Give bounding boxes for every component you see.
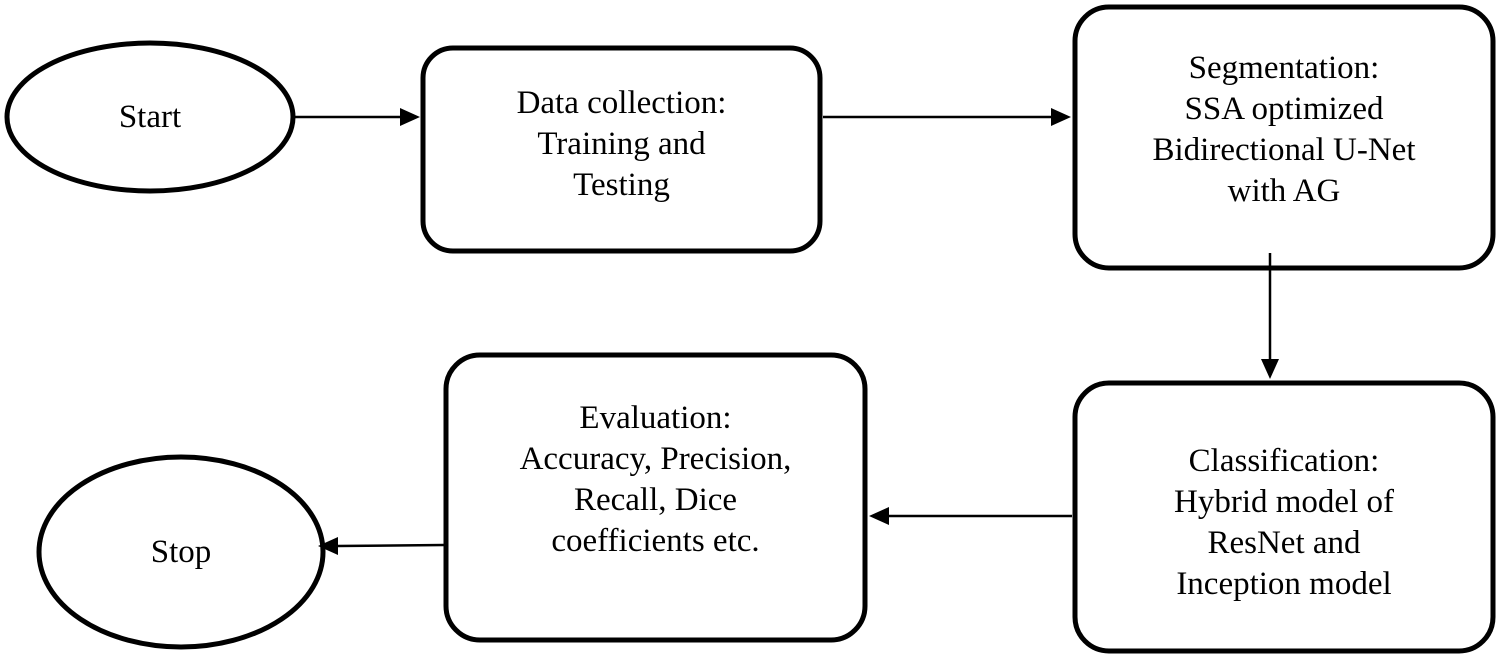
- evaluation-label-line-4: coefficients etc.: [551, 522, 760, 559]
- start-node-label: Start: [7, 43, 293, 191]
- segmentation-label-line-4: with AG: [1227, 172, 1341, 209]
- data-collection-label-line-1: Data collection:: [516, 85, 727, 121]
- evaluation-label-line-2: Accuracy, Precision,: [519, 440, 792, 477]
- classification-node-shape: [1072, 380, 1496, 654]
- classification-label-line-3: ResNet and: [1207, 525, 1361, 561]
- evaluation-node-label: Evaluation: Accuracy, Precision, Recall,…: [446, 355, 865, 640]
- segmentation-label-line-1: Segmentation:: [1188, 49, 1380, 86]
- arrowhead-start-to-data-collection: [400, 108, 420, 126]
- start-label-line: Start: [118, 98, 182, 135]
- arrowhead-classification-to-evaluation: [869, 507, 889, 525]
- stop-label-line: Stop: [150, 533, 212, 570]
- classification-node-label: Classification: Hybrid model of ResNet a…: [1075, 383, 1493, 651]
- evaluation-label-line-1: Evaluation:: [579, 399, 732, 436]
- data-collection-node-label: Data collection: Training and Testing: [423, 48, 820, 251]
- start-node-shape: [4, 40, 296, 194]
- stop-node-shape: [36, 454, 326, 650]
- segmentation-label-line-3: Bidirectional U-Net: [1152, 131, 1416, 168]
- data-collection-label-line-3: Testing: [573, 167, 670, 203]
- segmentation-label-line-2: SSA optimized: [1184, 90, 1384, 127]
- stop-node-label: Stop: [39, 457, 323, 647]
- arrowhead-data-collection-to-segmentation: [1051, 108, 1071, 126]
- segmentation-node-label: Segmentation: SSA optimized Bidirectiona…: [1075, 7, 1493, 268]
- classification-label-line-4: Inception model: [1176, 566, 1392, 602]
- data-collection-node-shape: [420, 45, 823, 254]
- arrowhead-evaluation-to-stop: [318, 537, 338, 555]
- arrowhead-segmentation-to-classification: [1261, 359, 1279, 379]
- segmentation-node-shape: [1072, 4, 1496, 271]
- data-collection-label-line-2: Training and: [537, 126, 706, 162]
- edge-evaluation-to-stop: [336, 543, 445, 548]
- classification-label-line-1: Classification:: [1188, 443, 1380, 479]
- classification-label-line-2: Hybrid model of: [1174, 484, 1394, 520]
- evaluation-node-shape: [443, 352, 868, 643]
- evaluation-label-line-3: Recall, Dice: [573, 481, 738, 518]
